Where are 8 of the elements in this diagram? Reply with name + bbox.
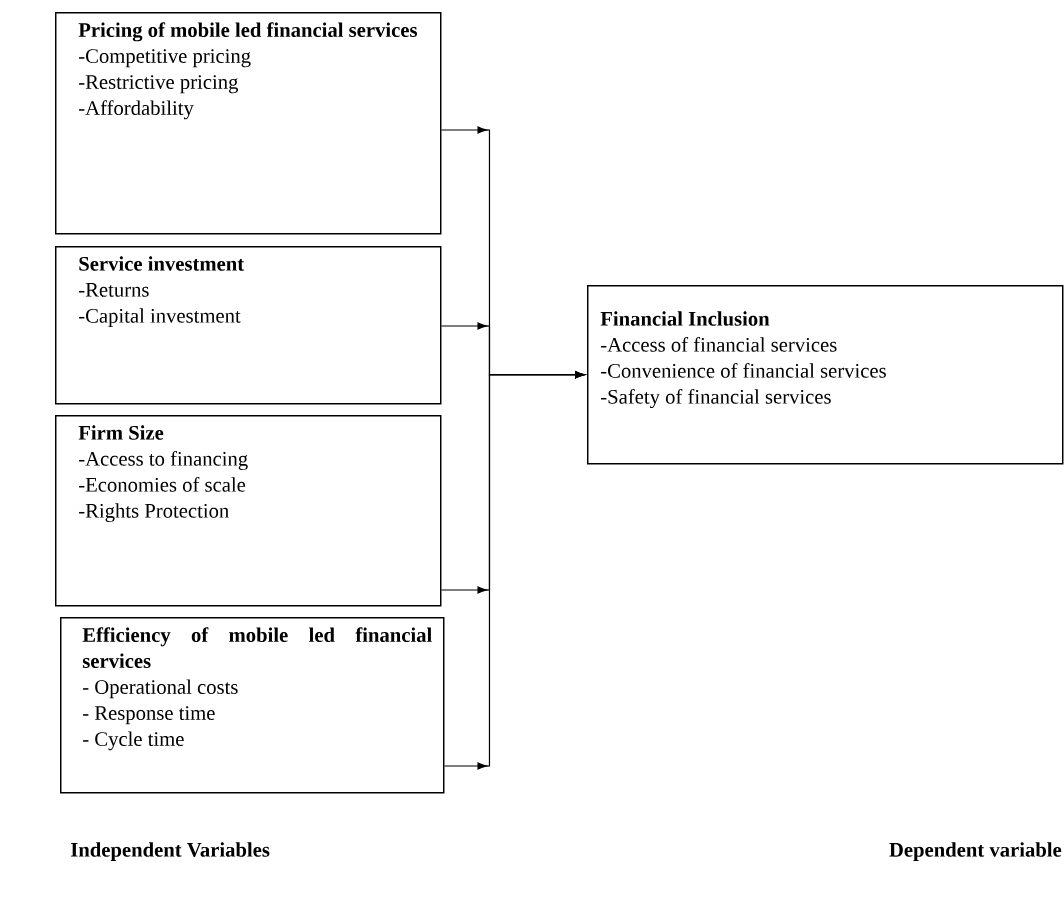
axis-label: Dependent variable bbox=[889, 842, 1062, 861]
text-box: Pricing of mobile led financial services -Competitive pricing -Restrictive pricing -Affordability bbox=[55, 12, 442, 235]
text-box: Service investment -Returns -Capital investment bbox=[55, 246, 442, 405]
text-box: Efficiency of mobile led financial services - Operational costs - Response time - Cycle time bbox=[60, 617, 445, 794]
axis-label: Independent Variables bbox=[70, 842, 270, 861]
text-box: Firm Size -Access to financing -Economies of scale -Rights Protection bbox=[55, 415, 442, 607]
text-box: Financial Inclusion -Access of financial services -Convenience of financial services -Safety of financial services bbox=[587, 285, 1064, 465]
arrow bbox=[443, 371, 585, 770]
